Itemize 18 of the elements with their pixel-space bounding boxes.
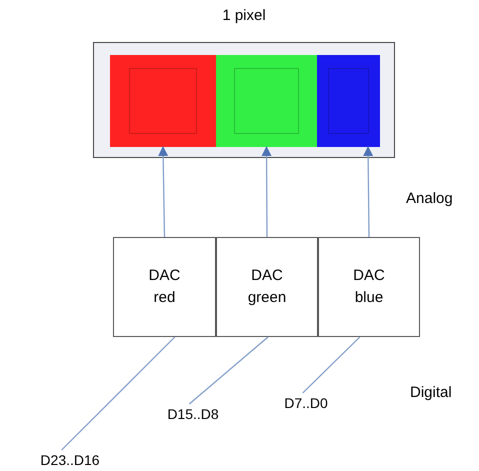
- signal-label: D23..D16: [28, 450, 112, 470]
- leader-line: [61, 336, 176, 450]
- arrow: [262, 146, 272, 237]
- dac-box: DAC red: [113, 237, 216, 337]
- subpixel-block: [216, 55, 317, 147]
- subpixel-block: [110, 55, 216, 147]
- arrow: [363, 146, 374, 237]
- dac-box: DAC green: [216, 237, 318, 337]
- dac-box: DAC blue: [318, 237, 420, 337]
- signal-label: D7..D0: [273, 393, 339, 413]
- signal-type-label: Analog: [406, 189, 453, 209]
- arrow: [158, 146, 168, 238]
- pixel-title: 1 pixel: [221, 6, 267, 26]
- leader-line: [302, 336, 360, 394]
- subpixel-block: [317, 55, 380, 147]
- signal-type-label: Digital: [410, 383, 452, 403]
- signal-label: D15..D8: [156, 404, 230, 424]
- leader-line: [188, 336, 268, 404]
